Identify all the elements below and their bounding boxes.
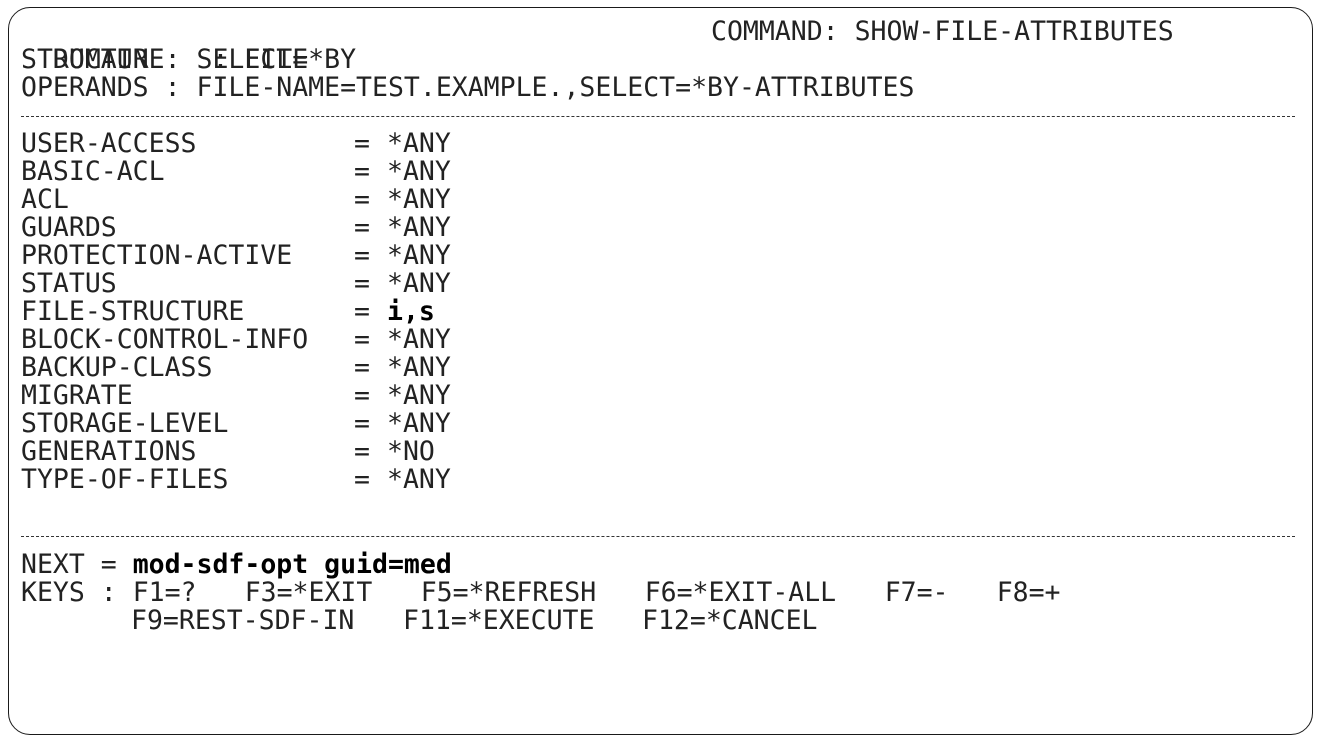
operand-value-input[interactable]: *ANY	[387, 268, 451, 299]
operand-row-protection-active: PROTECTION-ACTIVE = *ANY	[21, 242, 451, 270]
equals-sign: =	[354, 464, 370, 495]
operands-label: OPERANDS :	[21, 72, 197, 103]
next-label: NEXT =	[21, 549, 133, 580]
domain-label: DOMAIN :	[52, 44, 245, 75]
domain-line: DOMAIN : FILE COMMAND: SHOW-FILE-ATTRIBU…	[21, 18, 1291, 74]
operand-name: USER-ACCESS	[21, 128, 197, 159]
key-f3[interactable]: F3=*EXIT	[244, 577, 373, 608]
operand-name: BACKUP-CLASS	[21, 352, 213, 383]
equals-sign: =	[354, 408, 370, 439]
key-f9[interactable]: F9=REST-SDF-IN	[131, 605, 355, 636]
equals-sign: =	[354, 184, 370, 215]
operand-row-block-control-info: BLOCK-CONTROL-INFO = *ANY	[21, 326, 451, 354]
next-command-input[interactable]: mod-sdf-opt guid=med	[132, 549, 452, 580]
separator-top	[21, 116, 1295, 117]
operands-value: FILE-NAME=TEST.EXAMPLE.,SELECT=*BY-ATTRI…	[196, 72, 915, 103]
operand-name: TYPE-OF-FILES	[21, 464, 229, 495]
operand-name: STATUS	[21, 268, 117, 299]
command-value: SHOW-FILE-ATTRIBUTES	[854, 16, 1174, 47]
operand-value-input[interactable]: *ANY	[387, 380, 451, 411]
operand-row-acl: ACL = *ANY	[21, 186, 451, 214]
equals-sign: =	[354, 324, 370, 355]
operand-value-input[interactable]: *ANY	[387, 184, 451, 215]
operand-row-migrate: MIGRATE = *ANY	[21, 382, 451, 410]
operand-name: MIGRATE	[21, 380, 133, 411]
next-line: NEXT = mod-sdf-opt guid=med	[21, 551, 452, 579]
operand-value-input[interactable]: *ANY	[387, 212, 451, 243]
equals-sign: =	[354, 240, 370, 271]
keys-label: KEYS :	[21, 577, 133, 608]
structure-line: STRUCTURE: SELECT=*BY	[21, 46, 356, 74]
operand-row-file-structure: FILE-STRUCTURE = i,s	[21, 298, 435, 326]
operand-value-input[interactable]: *ANY	[387, 324, 451, 355]
operand-value-input[interactable]: *ANY	[387, 240, 451, 271]
separator-bottom	[21, 536, 1295, 537]
operand-name: GUARDS	[21, 212, 117, 243]
equals-sign: =	[354, 156, 370, 187]
equals-sign: =	[354, 380, 370, 411]
operand-row-user-access: USER-ACCESS = *ANY	[21, 130, 451, 158]
operand-value-input[interactable]: i,s	[387, 296, 435, 327]
domain-value: FILE	[244, 44, 309, 75]
command-label: COMMAND:	[711, 16, 855, 47]
operand-value-input[interactable]: *ANY	[387, 408, 451, 439]
operand-value-input[interactable]: *ANY	[387, 156, 451, 187]
operand-value-input[interactable]: *ANY	[387, 352, 451, 383]
operand-row-type-of-files: TYPE-OF-FILES = *ANY	[21, 466, 451, 494]
operand-value-input[interactable]: *ANY	[387, 464, 451, 495]
operand-name: PROTECTION-ACTIVE	[21, 240, 293, 271]
operand-row-basic-acl: BASIC-ACL = *ANY	[21, 158, 451, 186]
structure-value: SELECT=*BY	[196, 44, 357, 75]
operand-row-guards: GUARDS = *ANY	[21, 214, 451, 242]
keys-line-2: F9=REST-SDF-IN F11=*EXECUTE F12=*CANCEL	[131, 607, 818, 635]
equals-sign: =	[354, 352, 370, 383]
keys-line-1: KEYS : F1=? F3=*EXIT F5=*REFRESH F6=*EXIT-A…	[21, 579, 1061, 607]
key-f1[interactable]: F1=?	[132, 577, 197, 608]
key-f7[interactable]: F7=-	[884, 577, 949, 608]
terminal-screen	[8, 7, 1313, 735]
key-f12[interactable]: F12=*CANCEL	[642, 605, 818, 636]
operand-name: BLOCK-CONTROL-INFO	[21, 324, 309, 355]
equals-sign: =	[354, 268, 370, 299]
operand-name: STORAGE-LEVEL	[21, 408, 229, 439]
command-indicator: COMMAND: SHOW-FILE-ATTRIBUTES	[711, 18, 1174, 46]
key-f8[interactable]: F8=+	[996, 577, 1061, 608]
key-f6[interactable]: F6=*EXIT-ALL	[644, 577, 837, 608]
operand-name: ACL	[21, 184, 69, 215]
operand-name: BASIC-ACL	[21, 156, 165, 187]
key-f11[interactable]: F11=*EXECUTE	[403, 605, 595, 636]
operand-row-storage-level: STORAGE-LEVEL = *ANY	[21, 410, 451, 438]
equals-sign: =	[354, 128, 370, 159]
operand-value-input[interactable]: *ANY	[387, 128, 451, 159]
operands-line: OPERANDS : FILE-NAME=TEST.EXAMPLE.,SELEC…	[21, 74, 914, 102]
operand-name: GENERATIONS	[21, 436, 197, 467]
operand-row-status: STATUS = *ANY	[21, 270, 451, 298]
equals-sign: =	[354, 296, 370, 327]
key-f5[interactable]: F5=*REFRESH	[420, 577, 597, 608]
operand-row-generations: GENERATIONS = *NO	[21, 438, 435, 466]
operand-row-backup-class: BACKUP-CLASS = *ANY	[21, 354, 451, 382]
equals-sign: =	[354, 436, 370, 467]
operand-name: FILE-STRUCTURE	[21, 296, 245, 327]
operand-value-input[interactable]: *NO	[387, 436, 435, 467]
equals-sign: =	[354, 212, 370, 243]
structure-label: STRUCTURE:	[21, 44, 197, 75]
